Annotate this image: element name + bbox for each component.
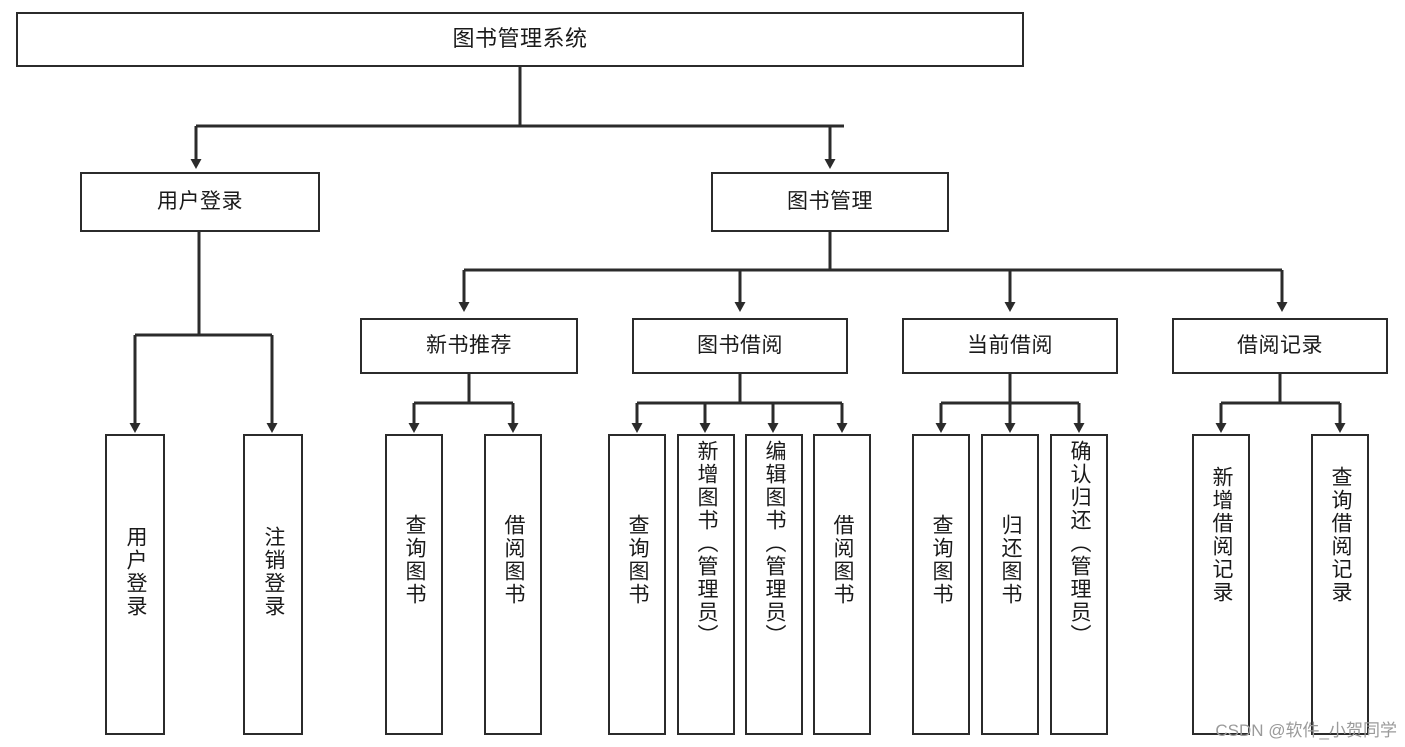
node-label: 图书管理 [787,190,873,214]
node-label: 图书借阅 [697,334,783,358]
node-label: 编辑图书（管理员） [762,440,786,647]
node-book-management[interactable]: 图书管理 [711,172,949,232]
leaf-query-borrow-record[interactable]: 查询借阅记录 [1311,434,1369,735]
node-label: 用户登录 [157,190,243,214]
node-new-book-recommend[interactable]: 新书推荐 [360,318,578,374]
node-label: 借阅记录 [1237,334,1323,358]
node-label: 借阅图书 [501,514,525,606]
node-label: 新增图书（管理员） [694,440,718,647]
csdn-watermark: CSDN @软件_小贺同学 [1215,721,1397,740]
node-label: 查询借阅记录 [1328,466,1352,604]
node-label: 确认归还（管理员） [1067,440,1091,647]
node-label: 查询图书 [402,514,426,606]
node-borrow-record[interactable]: 借阅记录 [1172,318,1388,374]
node-current-borrow[interactable]: 当前借阅 [902,318,1118,374]
leaf-query-book-current[interactable]: 查询图书 [912,434,970,735]
node-label: 查询图书 [929,514,953,606]
leaf-borrow-book[interactable]: 借阅图书 [813,434,871,735]
leaf-query-book-recommend[interactable]: 查询图书 [385,434,443,735]
leaf-add-borrow-record[interactable]: 新增借阅记录 [1192,434,1250,735]
node-label: 当前借阅 [967,334,1053,358]
node-label: 借阅图书 [830,514,854,606]
node-label: 新书推荐 [426,334,512,358]
leaf-query-book-borrow[interactable]: 查询图书 [608,434,666,735]
node-label: 归还图书 [998,514,1022,606]
leaf-user-login[interactable]: 用户登录 [105,434,165,735]
node-book-borrow[interactable]: 图书借阅 [632,318,848,374]
node-label: 注销登录 [261,526,285,618]
node-label: 用户登录 [123,526,147,618]
leaf-borrow-book-recommend[interactable]: 借阅图书 [484,434,542,735]
leaf-edit-book-admin[interactable]: 编辑图书（管理员） [745,434,803,735]
leaf-logout[interactable]: 注销登录 [243,434,303,735]
leaf-add-book-admin[interactable]: 新增图书（管理员） [677,434,735,735]
leaf-return-book[interactable]: 归还图书 [981,434,1039,735]
node-user-login[interactable]: 用户登录 [80,172,320,232]
node-root-system[interactable]: 图书管理系统 [16,12,1024,67]
node-label: 查询图书 [625,514,649,606]
node-label: 新增借阅记录 [1209,466,1233,604]
node-label: 图书管理系统 [452,26,588,52]
leaf-confirm-return-admin[interactable]: 确认归还（管理员） [1050,434,1108,735]
